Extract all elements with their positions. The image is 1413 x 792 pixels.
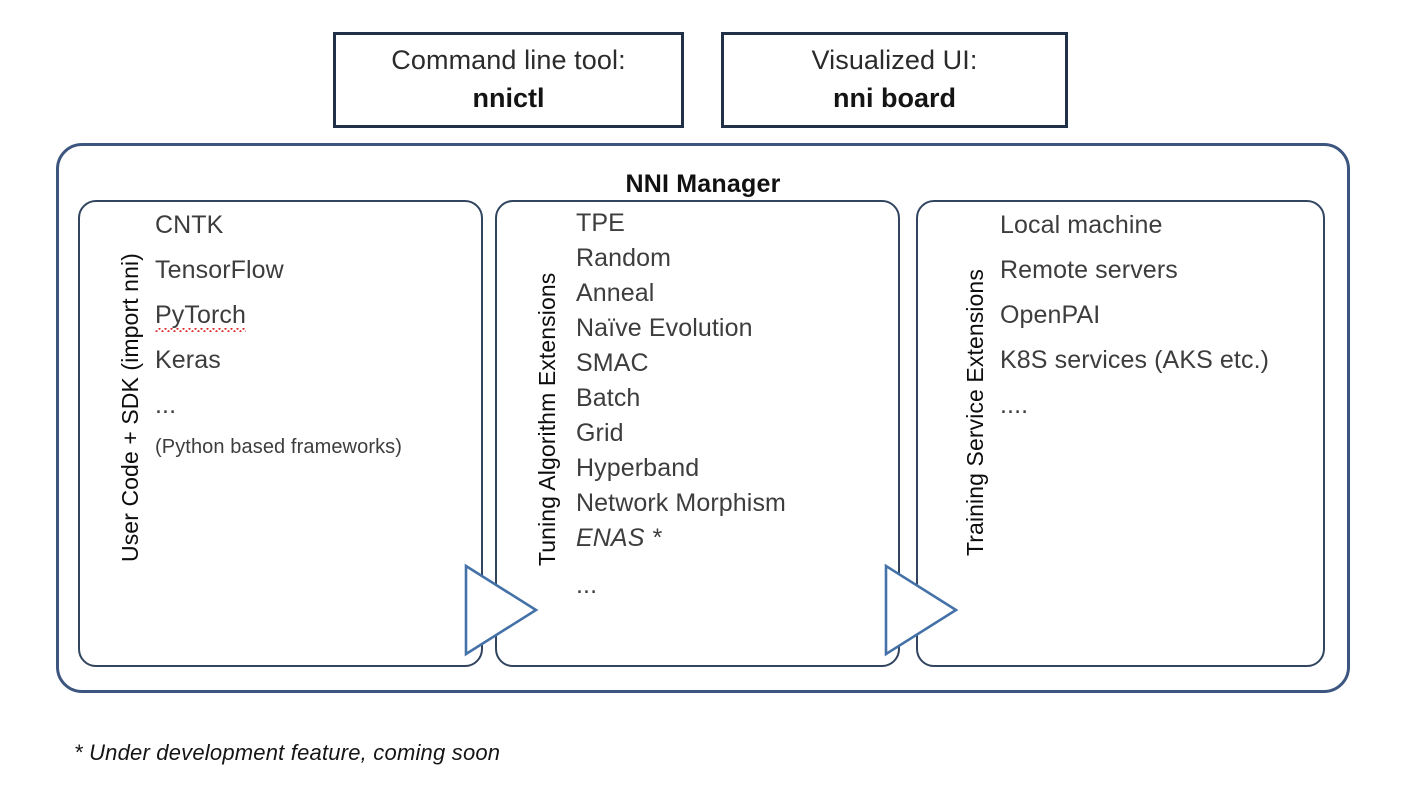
list-item: Local machine xyxy=(1000,211,1163,239)
training-services-panel xyxy=(916,200,1325,667)
list-item: PyTorch xyxy=(155,301,402,332)
list-item: Remote servers xyxy=(1000,256,1178,284)
list-item: TPE xyxy=(576,209,625,237)
command-line-tool-caption: Command line tool: xyxy=(391,44,626,75)
visualized-ui-caption: Visualized UI: xyxy=(811,44,978,75)
tuning-algorithms-panel-label: Tuning Algorithm Extensions xyxy=(534,272,560,566)
list-item: ... xyxy=(576,571,598,599)
list-item: CNTK xyxy=(155,211,224,239)
list-item: Random xyxy=(576,244,672,272)
list-item: Anneal xyxy=(576,279,655,307)
list-item: Grid xyxy=(576,419,624,447)
footnote: * Under development feature, coming soon xyxy=(74,740,501,765)
visualized-ui-value: nni board xyxy=(833,82,956,113)
command-line-tool-value: nnictl xyxy=(472,82,545,113)
list-item: Hyperband xyxy=(576,454,700,482)
list-item-experimental: ENAS * xyxy=(576,524,662,552)
user-code-list: CNTK TensorFlow PyTorch Keras ... (Pytho… xyxy=(155,211,402,475)
visualized-ui-box: Visualized UI: nni board xyxy=(721,32,1068,128)
list-item: OpenPAI xyxy=(1000,301,1101,329)
list-item: TensorFlow xyxy=(155,256,284,284)
list-item: SMAC xyxy=(576,349,649,377)
list-item: Keras xyxy=(155,346,221,374)
nni-manager-title: NNI Manager xyxy=(625,170,781,198)
tuning-algorithms-list: TPE Random Anneal Naïve Evolution SMAC B… xyxy=(576,209,786,606)
training-services-list: Local machine Remote servers OpenPAI K8S… xyxy=(1000,211,1269,436)
list-item: Network Morphism xyxy=(576,489,786,517)
command-line-tool-box: Command line tool: nnictl xyxy=(333,32,684,128)
user-code-panel-label: User Code + SDK (import nni) xyxy=(117,253,143,562)
misspelled-word: PyTorch xyxy=(155,301,247,332)
tuning-algorithms-panel xyxy=(495,200,900,667)
user-code-panel xyxy=(78,200,483,667)
list-item: Naïve Evolution xyxy=(576,314,753,342)
list-item: K8S services (AKS etc.) xyxy=(1000,346,1270,374)
list-item: Batch xyxy=(576,384,641,412)
list-item-note: (Python based frameworks) xyxy=(155,436,403,458)
training-services-panel-label: Training Service Extensions xyxy=(962,269,988,556)
list-item: .... xyxy=(1000,391,1029,419)
list-item: ... xyxy=(155,391,177,419)
